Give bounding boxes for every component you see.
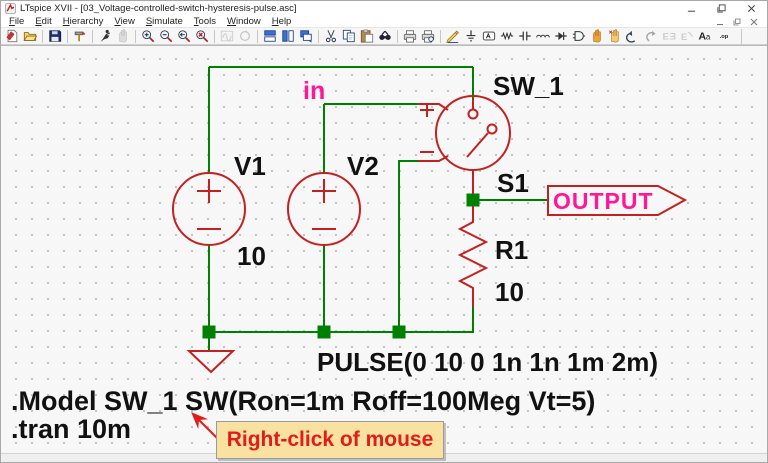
net-label-in[interactable]: in <box>303 77 325 105</box>
app-icon <box>5 3 16 14</box>
svg-text:A: A <box>698 31 706 43</box>
cut-icon[interactable] <box>323 29 339 44</box>
r1-name[interactable]: R1 <box>495 235 528 265</box>
control-panel-icon[interactable] <box>72 29 88 44</box>
v2-name[interactable]: V2 <box>347 151 379 181</box>
junction-nodes <box>202 193 480 339</box>
svg-text:E: E <box>662 32 669 43</box>
zoom-full-icon[interactable] <box>194 29 210 44</box>
schematic: V1 10 V2 SW_1 <box>11 66 688 444</box>
place-capacitor-icon[interactable] <box>517 29 533 44</box>
toolbar-separator <box>42 29 43 43</box>
menu-file[interactable]: File <box>9 16 25 27</box>
output-flag[interactable]: OUTPUT <box>547 185 688 216</box>
move-icon[interactable] <box>589 29 605 44</box>
child-minimize-button[interactable] <box>714 17 725 26</box>
place-inductor-icon[interactable] <box>535 29 551 44</box>
minimize-button[interactable] <box>685 3 697 14</box>
schematic-canvas[interactable]: V1 10 V2 SW_1 <box>1 45 767 453</box>
place-resistor-icon[interactable] <box>499 29 515 44</box>
paste-icon[interactable] <box>359 29 375 44</box>
child-restore-button[interactable] <box>731 17 742 26</box>
output-label[interactable]: OUTPUT <box>553 188 654 214</box>
waveform-viewer-icon[interactable] <box>219 29 235 44</box>
switch-sw1[interactable]: SW_1 S1 <box>418 71 564 198</box>
halt-icon[interactable] <box>115 29 131 44</box>
wires[interactable] <box>208 66 548 351</box>
menu-view[interactable]: View <box>114 16 135 27</box>
tran-directive[interactable]: .tran 10m <box>11 414 131 444</box>
toolbar-separator <box>257 29 258 43</box>
copy-icon[interactable] <box>341 29 357 44</box>
annotation-arrow <box>191 412 221 442</box>
svg-text:Ǝ: Ǝ <box>669 32 675 43</box>
redo-icon[interactable] <box>643 29 659 44</box>
annotation-text: Right-click of mouse <box>226 428 434 451</box>
cascade-windows-icon[interactable] <box>298 29 314 44</box>
child-close-button[interactable] <box>748 17 759 26</box>
toolbar-separator <box>67 29 68 43</box>
zoom-out-icon[interactable] <box>158 29 174 44</box>
undo-icon[interactable] <box>625 29 641 44</box>
place-diode-icon[interactable] <box>553 29 569 44</box>
svg-text:a: a <box>706 33 711 42</box>
voltage-source-v2[interactable]: V2 <box>287 151 379 246</box>
print-preview-icon[interactable] <box>420 29 436 44</box>
v1-name[interactable]: V1 <box>234 151 266 181</box>
pulse-parameters[interactable]: PULSE(0 10 0 1n 1n 1m 2m) <box>317 347 658 377</box>
menu-window[interactable]: Window <box>226 16 261 27</box>
place-ground-icon[interactable] <box>463 29 479 44</box>
menu-bar: File Edit Hierarchy View Simulate Tools … <box>1 16 767 28</box>
open-file-icon[interactable] <box>22 29 38 44</box>
menu-help[interactable]: Help <box>271 16 292 27</box>
toolbar-separator <box>92 29 93 43</box>
draw-wire-icon[interactable] <box>445 29 461 44</box>
toolbar-separator <box>318 29 319 43</box>
place-component-icon[interactable] <box>571 29 587 44</box>
resistor-r1[interactable]: R1 10 <box>457 206 528 307</box>
rotate-icon[interactable]: E <box>679 29 695 44</box>
voltage-source-v1[interactable]: V1 10 <box>172 151 266 271</box>
svg-text:E: E <box>681 32 688 43</box>
new-schematic-icon[interactable] <box>4 29 20 44</box>
model-directive[interactable]: .Model SW_1 SW(Ron=1m Roff=100Meg Vt=5) <box>11 386 595 416</box>
toolbar-separator <box>440 29 441 43</box>
autorange-icon[interactable] <box>237 29 253 44</box>
sw1-instance[interactable]: S1 <box>497 168 529 198</box>
tile-vertical-icon[interactable] <box>262 29 278 44</box>
menu-tools[interactable]: Tools <box>193 16 216 27</box>
tile-horizontal-icon[interactable] <box>280 29 296 44</box>
maximize-button[interactable] <box>715 3 727 14</box>
run-icon[interactable] <box>97 29 113 44</box>
save-icon[interactable] <box>47 29 63 44</box>
ground-symbol[interactable] <box>186 350 236 374</box>
toolbar-separator <box>397 29 398 43</box>
title-bar: LTspice XVII - [03_Voltage-controlled-sw… <box>1 1 767 16</box>
v1-value[interactable]: 10 <box>237 241 266 271</box>
annotation-callout: Right-click of mouse <box>216 421 444 459</box>
toolbar-end-divider <box>741 28 742 44</box>
label-net-icon[interactable] <box>481 29 497 44</box>
svg-text:.op: .op <box>720 34 729 40</box>
toolbar-separator <box>214 29 215 43</box>
drag-icon[interactable] <box>607 29 623 44</box>
close-button[interactable] <box>745 3 757 14</box>
zoom-in-icon[interactable] <box>140 29 156 44</box>
sw1-name[interactable]: SW_1 <box>493 71 564 101</box>
find-icon[interactable] <box>377 29 393 44</box>
toolbar-separator <box>135 29 136 43</box>
menu-hierarchy[interactable]: Hierarchy <box>62 16 104 27</box>
in-label[interactable]: in <box>303 77 325 105</box>
spice-directive-icon[interactable]: .op <box>715 29 737 44</box>
window-title: LTspice XVII - [03_Voltage-controlled-sw… <box>20 3 297 14</box>
menu-edit[interactable]: Edit <box>35 16 52 27</box>
r1-value[interactable]: 10 <box>495 277 524 307</box>
print-icon[interactable] <box>402 29 418 44</box>
menu-simulate[interactable]: Simulate <box>145 16 183 27</box>
zoom-back-icon[interactable] <box>176 29 192 44</box>
